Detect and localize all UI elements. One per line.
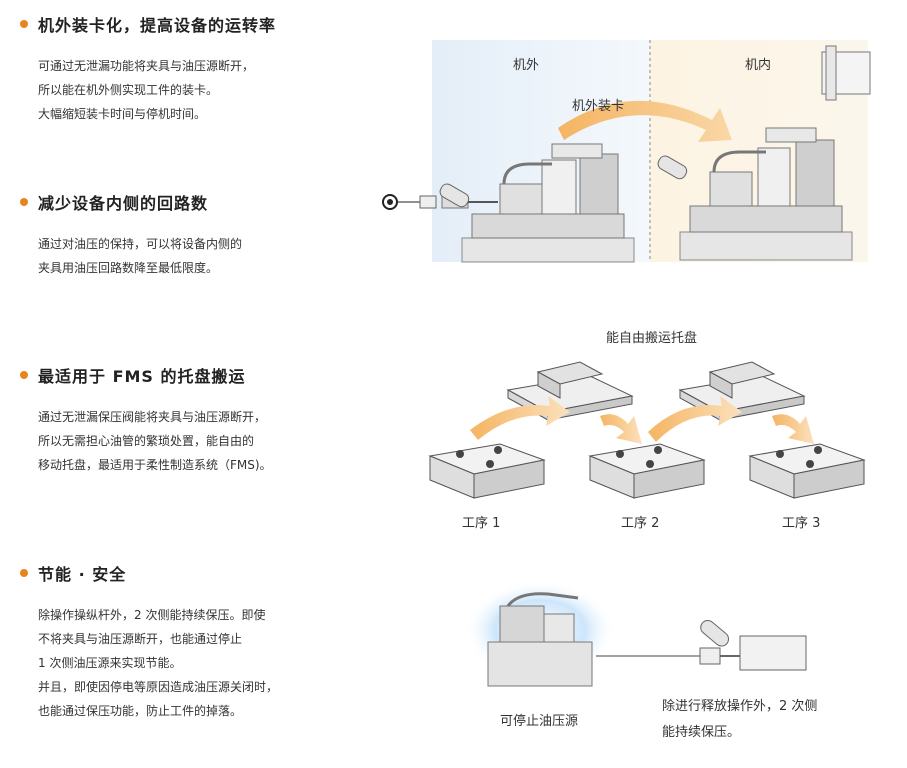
section-body: 通过对油压的保持，可以将设备内侧的 夹具用油压回路数降至最低限度。: [38, 232, 242, 280]
section-fms-pallet: 最适用于 FMS 的托盘搬运 通过无泄漏保压阀能将夹具与油压源断开， 所以无需担…: [20, 363, 272, 477]
bullet-icon: [20, 371, 28, 379]
transfer-arrow: [648, 396, 742, 442]
transfer-arrow: [772, 414, 814, 444]
transfer-arrow: [558, 100, 732, 142]
body-line: 所以无需担心油管的繁琐处置，能自由的: [38, 434, 255, 448]
valve-note-line: 能持续保压。: [662, 725, 741, 740]
body-line: 除操作操纵杆外，2 次侧能持续保压。即使: [38, 608, 266, 622]
body-line: 并且，即使因停电等原因造成油压源关闭时，: [38, 680, 279, 694]
bullet-icon: [20, 198, 28, 206]
figure-pallet-transport: [428, 361, 866, 499]
pallet-in-transit: [678, 361, 806, 421]
figure-energy-saving: [464, 580, 807, 687]
station-1: [428, 443, 546, 499]
section-offline-clamping: 机外装卡化，提高设备的运转率 可通过无泄漏功能将夹具与油压源断开， 所以能在机外…: [20, 12, 276, 126]
body-line: 所以能在机外侧实现工件的装卡。: [38, 83, 219, 97]
section-body: 可通过无泄漏功能将夹具与油压源断开， 所以能在机外侧实现工件的装卡。 大幅缩短装…: [38, 54, 276, 126]
section-title: 节能 · 安全: [38, 565, 127, 584]
inside-label: 机内: [745, 58, 772, 73]
body-line: 通过无泄漏保压阀能将夹具与油压源断开，: [38, 410, 267, 424]
body-line: 大幅缩短装卡时间与停机时间。: [38, 107, 207, 121]
lever-valve-icon: [657, 155, 688, 180]
body-line: 1 次侧油压源来实现节能。: [38, 656, 182, 670]
spindle-icon: [821, 45, 871, 101]
step-label: 工序 1: [462, 516, 501, 531]
body-line: 不将夹具与油压源断开，也能通过停止: [38, 632, 243, 646]
section-title: 机外装卡化，提高设备的运转率: [38, 16, 277, 35]
step-label: 工序 3: [782, 516, 821, 531]
transfer-arrow: [600, 414, 642, 444]
fixture-inside: [657, 127, 853, 261]
body-line: 通过对油压的保持，可以将设备内侧的: [38, 237, 243, 251]
section-body: 除操作操纵杆外，2 次侧能持续保压。即使 不将夹具与油压源断开，也能通过停止 1…: [38, 603, 278, 723]
valve-note-line: 除进行释放操作外，2 次侧: [662, 699, 818, 714]
coupler-icon: [382, 194, 437, 210]
body-line: 也能通过保压功能，防止工件的掉落。: [38, 704, 243, 718]
section-title: 减少设备内侧的回路数: [38, 194, 209, 213]
section-title: 最适用于 FMS 的托盘搬运: [38, 367, 246, 386]
valve-with-lever-icon: [699, 619, 807, 671]
station-3: [748, 443, 866, 499]
section-body: 通过无泄漏保压阀能将夹具与油压源断开， 所以无需担心油管的繁琐处置，能自由的 移…: [38, 405, 272, 477]
body-line: 移动托盘，最适用于柔性制造系统（FMS)。: [38, 458, 272, 472]
lever-valve-icon: [439, 183, 470, 208]
section-circuit-reduction: 减少设备内侧的回路数 通过对油压的保持，可以将设备内侧的 夹具用油压回路数降至最…: [20, 190, 242, 280]
pump-label: 可停止油压源: [500, 714, 579, 729]
outside-label: 机外: [513, 58, 540, 73]
step-label: 工序 2: [621, 516, 660, 531]
station-2: [588, 443, 706, 499]
pump-unit-icon: [487, 592, 593, 687]
pallet-in-transit: [506, 361, 634, 421]
arrow-label: 机外装卡: [572, 99, 625, 114]
section-energy-safety: 节能 · 安全 除操作操纵杆外，2 次侧能持续保压。即使 不将夹具与油压源断开，…: [20, 561, 278, 723]
transfer-arrow: [470, 396, 570, 440]
pallet-figure-title: 能自由搬运托盘: [606, 331, 698, 346]
body-line: 可通过无泄漏功能将夹具与油压源断开，: [38, 59, 255, 73]
bullet-icon: [20, 20, 28, 28]
valve-note: 除进行释放操作外，2 次侧 能持续保压。: [662, 694, 817, 746]
bullet-icon: [20, 569, 28, 577]
body-line: 夹具用油压回路数降至最低限度。: [38, 261, 219, 275]
figure-offline-clamping: [382, 40, 871, 263]
